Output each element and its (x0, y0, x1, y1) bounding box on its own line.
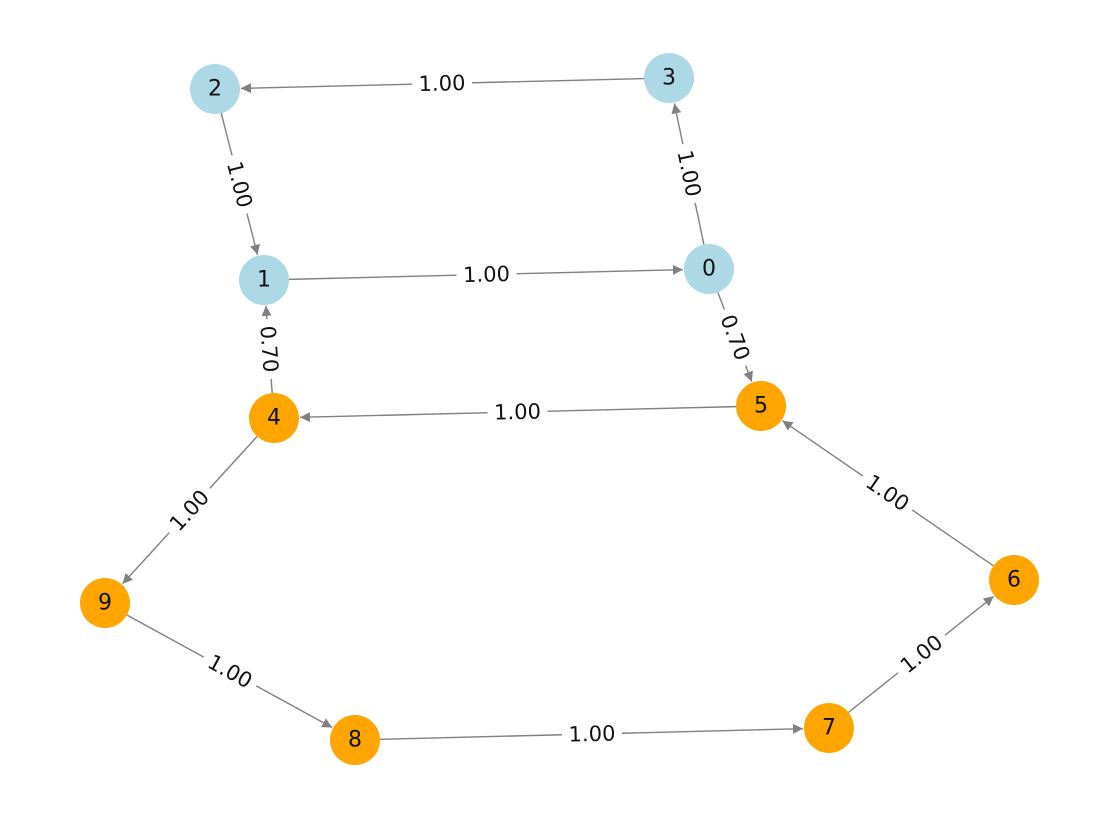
edge-weight: 1.00 (222, 159, 257, 210)
edge-label-0-to-3: 1.00 (670, 141, 708, 206)
node-label: 8 (348, 728, 362, 753)
edge-label-4-to-1: 0.70 (253, 318, 285, 380)
node-3: 3 (644, 53, 694, 103)
edge-weight: 1.00 (463, 262, 510, 287)
node-label: 9 (98, 591, 112, 616)
node-label: 5 (754, 394, 768, 419)
edge-label-background (712, 304, 758, 371)
node-circle (736, 381, 786, 431)
node-6: 6 (989, 555, 1039, 605)
edge-label-2-to-1: 1.00 (219, 152, 260, 217)
edge-label-background (889, 625, 954, 683)
edge-label-8-to-7: 1.00 (561, 720, 623, 748)
node-label: 2 (208, 77, 222, 102)
edge-label-3-to-2: 1.00 (411, 69, 473, 98)
node-circle (330, 715, 380, 765)
edge-label-background (561, 720, 623, 748)
node-circle (249, 393, 299, 443)
edge-label-background (456, 260, 517, 289)
node-circle (239, 255, 289, 305)
edge-label-4-to-9: 1.00 (159, 479, 220, 542)
edge-weight: 1.00 (568, 721, 615, 746)
node-9: 9 (80, 578, 130, 628)
node-circle (989, 555, 1039, 605)
edge-label-background (411, 69, 473, 98)
node-label: 3 (662, 66, 676, 91)
node-2: 2 (190, 64, 240, 114)
node-7: 7 (804, 703, 854, 753)
edge-weight: 1.00 (672, 148, 705, 199)
node-label: 1 (257, 268, 271, 293)
edge-weight: 1.00 (418, 71, 465, 96)
node-circle (80, 578, 130, 628)
node-circle (804, 703, 854, 753)
node-1: 1 (239, 255, 289, 305)
node-0: 0 (684, 244, 734, 294)
node-label: 7 (822, 716, 836, 741)
edge-weight: 1.00 (494, 399, 541, 424)
node-label: 6 (1007, 568, 1021, 593)
edge-label-background (487, 398, 548, 426)
edge-label-1-to-0: 1.00 (456, 260, 517, 289)
node-circle (190, 64, 240, 114)
edge-label-background (855, 465, 920, 521)
node-5: 5 (736, 381, 786, 431)
node-4: 4 (249, 393, 299, 443)
edge-label-background (253, 318, 285, 380)
node-label: 4 (267, 406, 281, 431)
edge-label-background (670, 141, 708, 206)
edge-label-0-to-5: 0.70 (712, 304, 758, 371)
edge-label-background (197, 645, 263, 698)
edge-label-5-to-4: 1.00 (487, 398, 548, 426)
edge-label-7-to-6: 1.00 (889, 625, 954, 683)
node-circle (644, 53, 694, 103)
node-circle (684, 244, 734, 294)
nodes-layer: 0 1 2 3 4 5 6 7 8 9 (80, 53, 1039, 765)
node-8: 8 (330, 715, 380, 765)
edge-weight: 0.70 (255, 325, 282, 373)
edge-label-background (159, 479, 220, 542)
edge-label-6-to-5: 1.00 (855, 465, 920, 521)
node-label: 0 (702, 257, 716, 282)
edge-label-background (219, 152, 260, 217)
edge-labels-layer: 1.00 1.00 1.00 1.00 0.70 0.70 1.00 1.00 1.00 1.00… (159, 69, 954, 748)
edge-label-9-to-8: 1.00 (197, 645, 263, 698)
